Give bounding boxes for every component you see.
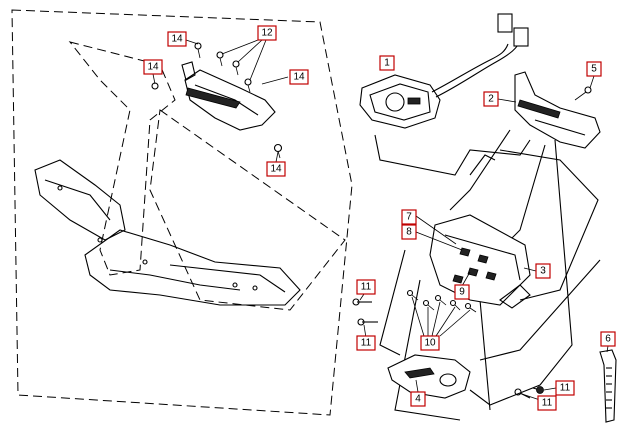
lower-bracket <box>387 354 471 399</box>
callout-5: 5 <box>586 61 602 77</box>
callout-7: 7 <box>401 209 417 225</box>
callout-4-text: 4 <box>415 394 421 405</box>
callout-14-left-text: 14 <box>147 62 159 73</box>
callout-8: 8 <box>401 224 417 240</box>
leader-lines <box>152 39 609 401</box>
right-assembly-lines <box>374 129 601 421</box>
callout-11-lower-right-b-text: 11 <box>542 398 553 409</box>
callout-14-left: 14 <box>143 59 163 75</box>
callout-9: 9 <box>454 284 470 300</box>
callout-12-text: 12 <box>261 28 273 39</box>
callout-14-bottom: 14 <box>266 161 286 177</box>
callout-11-lower-right-a-text: 11 <box>560 383 571 394</box>
callout-14-right-text: 14 <box>293 72 305 83</box>
callout-2-text: 2 <box>488 94 494 105</box>
callout-14-bottom-text: 14 <box>270 164 282 175</box>
callout-1-text: 1 <box>384 58 390 69</box>
callout-14-top-text: 14 <box>171 34 183 45</box>
callout-11-lower-right-a: 11 <box>555 380 575 396</box>
callout-11-upper-left: 11 <box>356 279 376 295</box>
callout-11-upper-left-text: 11 <box>361 282 372 293</box>
left-assembly-frame <box>11 9 353 416</box>
callout-12: 12 <box>257 25 277 41</box>
mounting-frame <box>429 214 531 309</box>
callout-8-text: 8 <box>406 227 412 238</box>
callout-11-lower-left-text: 11 <box>361 338 372 349</box>
callout-9-text: 9 <box>459 287 465 298</box>
callout-4: 4 <box>410 391 426 407</box>
callout-3: 3 <box>535 263 551 279</box>
windshield-bracket-left <box>181 61 276 131</box>
front-cowl-panel <box>34 41 346 311</box>
callout-10-text: 10 <box>424 338 436 349</box>
callout-11-lower-left: 11 <box>356 335 376 351</box>
callout-10: 10 <box>420 335 440 351</box>
callout-6-text: 6 <box>605 334 611 345</box>
callout-5-text: 5 <box>591 64 597 75</box>
callout-3-text: 3 <box>540 266 546 277</box>
callout-14-right: 14 <box>289 69 309 85</box>
callout-2: 2 <box>483 91 499 107</box>
dashboard-meter <box>359 13 529 129</box>
callout-7-text: 7 <box>406 212 412 223</box>
callout-6: 6 <box>600 331 616 347</box>
cable-tie <box>599 349 617 423</box>
callout-14-top: 14 <box>167 31 187 47</box>
right-bracket <box>514 71 601 149</box>
callout-11-lower-right-b: 11 <box>537 395 557 411</box>
right-screws <box>352 289 544 399</box>
callout-1: 1 <box>379 55 395 71</box>
